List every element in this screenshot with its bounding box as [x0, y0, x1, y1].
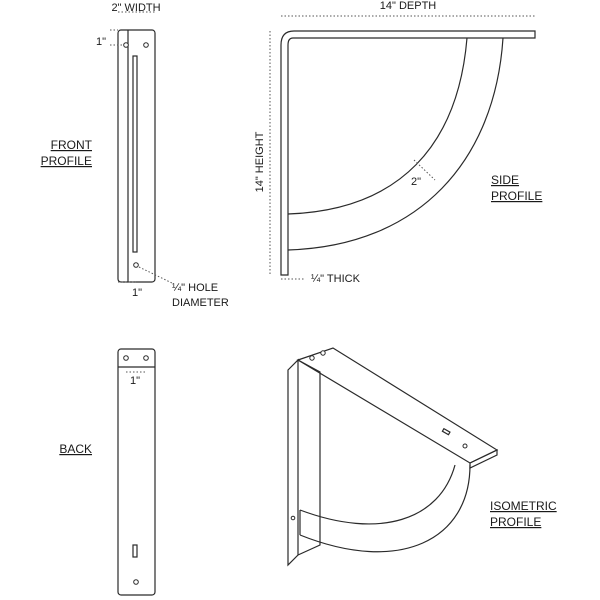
isometric-drawing: [287, 347, 499, 567]
back-top-hole-left: [123, 355, 129, 361]
back-view-drawing: [117, 348, 156, 596]
iso-end-hole: [462, 443, 468, 449]
top-offset-label: 1": [96, 36, 106, 48]
front-slot: [132, 55, 138, 253]
hole-leader-line: [138, 266, 173, 284]
iso-back-plate-side: [287, 358, 299, 567]
front-profile-drawing: [117, 29, 156, 283]
iso-gusset-outer: [299, 464, 471, 553]
iso-back-hole: [290, 515, 296, 521]
isometric-title-2: PROFILE: [490, 515, 541, 529]
height-label: 14" HEIGHT: [254, 131, 266, 192]
back-slot: [132, 544, 138, 558]
iso-top-plate-edge: [469, 449, 498, 469]
front-profile-title-1: FRONT: [51, 138, 93, 152]
front-plate-outline: [117, 29, 156, 283]
side-arc-outer: [287, 37, 504, 251]
front-profile-title-2: PROFILE: [41, 154, 92, 168]
iso-gusset-inner: [299, 464, 456, 525]
back-top-hole-right: [143, 355, 149, 361]
back-title: BACK: [59, 442, 92, 456]
diameter-label: DIAMETER: [172, 297, 229, 309]
isometric-title-1: ISOMETRIC: [490, 499, 557, 513]
thick-label: ¼" THICK: [311, 273, 361, 285]
side-profile-title-1: SIDE: [491, 173, 519, 187]
back-offset-label: 1": [130, 375, 140, 387]
depth-label: 14" DEPTH: [380, 0, 437, 12]
width-label: 2" WIDTH: [111, 2, 160, 14]
front-top-hole-right: [143, 42, 149, 48]
side-profile-title-2: PROFILE: [491, 189, 542, 203]
arc-width-label: 2": [411, 176, 421, 188]
iso-slot: [441, 427, 451, 436]
side-arc-inner: [287, 37, 468, 215]
front-bottom-hole: [133, 262, 139, 268]
front-top-hole-left: [123, 42, 129, 48]
iso-top-hole-right: [320, 350, 326, 356]
hole-label: ¼" HOLE: [172, 282, 218, 294]
arc-width-dimension-line: [413, 159, 436, 181]
back-plate-outline: [117, 348, 156, 596]
iso-top-hole-left: [309, 355, 315, 361]
back-bottom-hole: [133, 579, 139, 585]
bottom-offset-label: 1": [132, 287, 142, 299]
side-profile-drawing: [280, 30, 536, 276]
side-bracket-outline: [280, 30, 536, 276]
iso-back-plate-face: [297, 359, 321, 556]
